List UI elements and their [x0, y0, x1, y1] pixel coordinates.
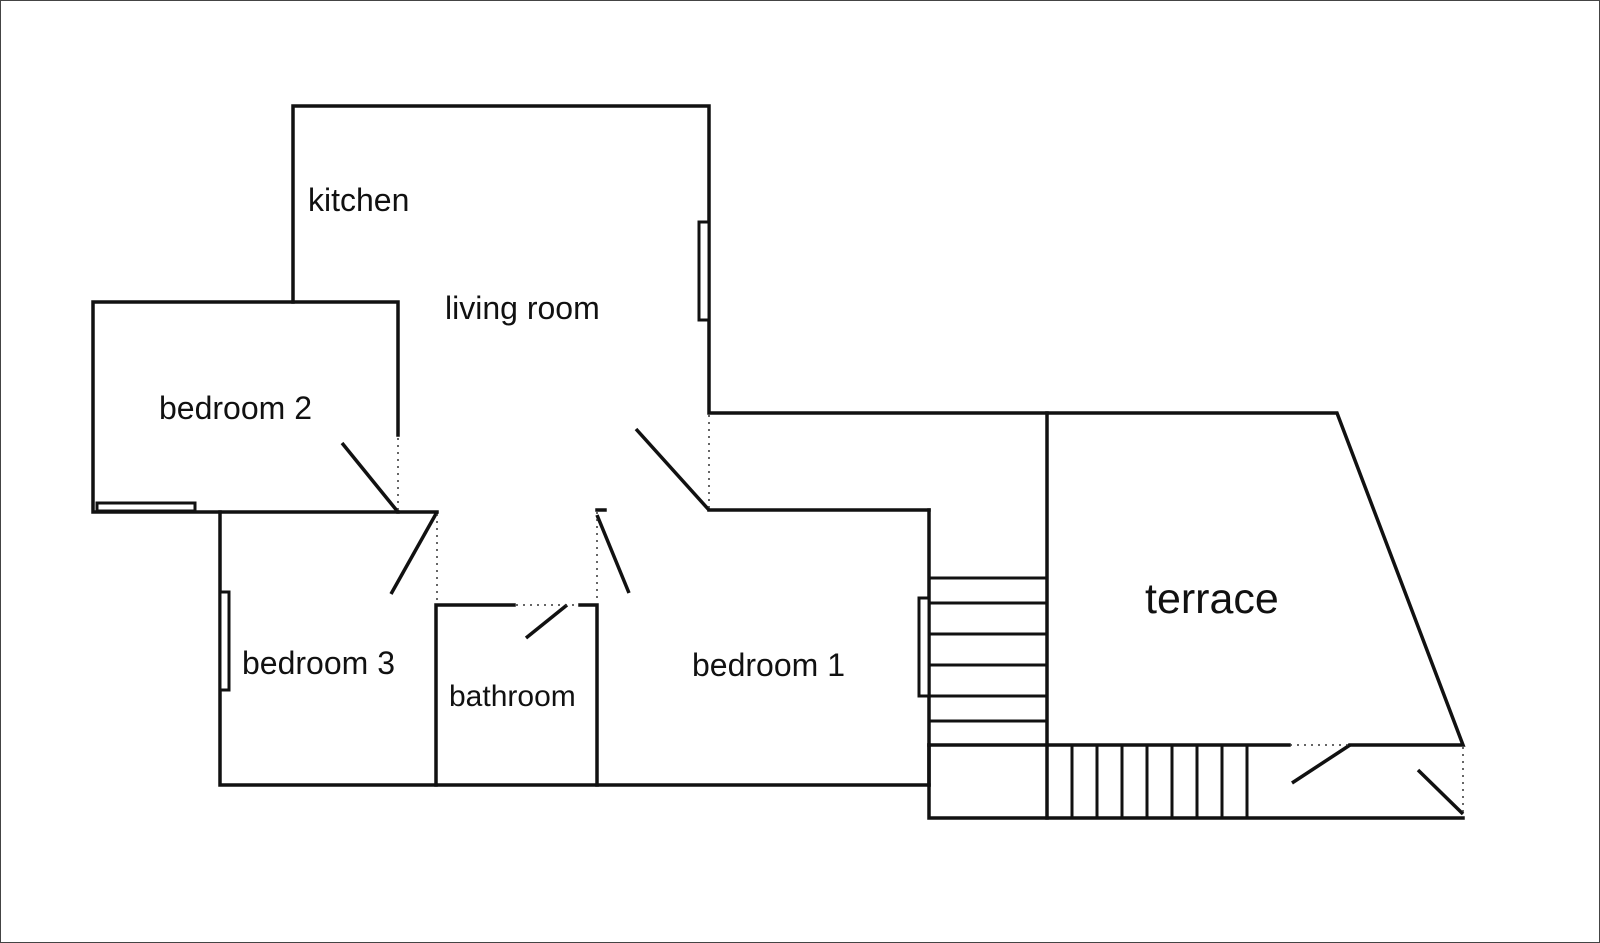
label-terrace: terrace — [1145, 575, 1279, 623]
door-bedroom2 — [340, 441, 400, 514]
doors — [340, 427, 1465, 816]
walls — [91, 104, 1466, 820]
windows — [95, 220, 931, 698]
door-bedroom3 — [389, 511, 439, 595]
wall-annex — [927, 743, 1465, 820]
stairs-vertical — [929, 576, 1047, 723]
label-bathroom: bathroom — [449, 680, 576, 713]
label-bedroom-3: bedroom 3 — [242, 645, 395, 681]
room-labels: kitchen living room bedroom 2 bedroom 3 … — [159, 182, 1279, 713]
stairs-horizontal — [1070, 745, 1249, 818]
window-living-room — [697, 220, 711, 322]
label-bedroom-1: bedroom 1 — [692, 647, 845, 683]
openings — [397, 415, 1464, 816]
door-living-right — [634, 427, 711, 512]
window-bedroom1 — [917, 596, 931, 698]
wall-terrace — [1045, 411, 1466, 820]
door-bedroom1-left — [595, 514, 631, 594]
wall-bathroom — [434, 603, 516, 787]
wall-kitchen-living — [291, 104, 1049, 415]
door-bathroom — [524, 603, 569, 640]
label-bedroom-2: bedroom 2 — [159, 390, 312, 426]
door-annex-2 — [1416, 768, 1465, 816]
wall-bathroom-right — [578, 603, 599, 787]
window-bedroom2 — [95, 501, 197, 513]
label-kitchen: kitchen — [308, 182, 409, 218]
door-annex-1 — [1291, 743, 1351, 785]
label-living-room: living room — [445, 290, 600, 326]
window-bedroom3 — [218, 590, 231, 692]
